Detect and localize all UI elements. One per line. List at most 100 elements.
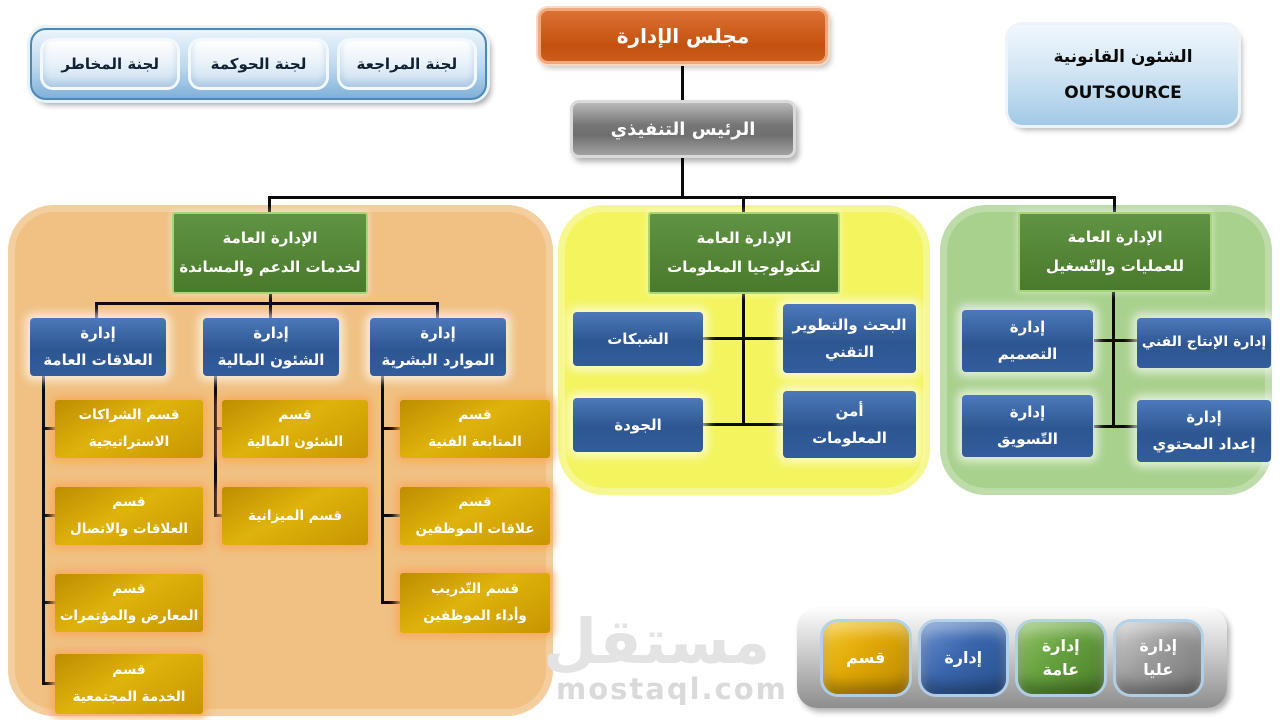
dept-label-line1: إدارة	[1009, 403, 1046, 421]
mostaql-watermark-logo: مستقل	[543, 605, 770, 678]
connector-fin-stub2	[214, 514, 224, 517]
dept-label-line2: الشئون المالية	[217, 351, 325, 369]
legend-general-admin-key: إدارة عامة	[1018, 622, 1104, 694]
dept-label-line1: إدارة	[1009, 318, 1046, 336]
connector-ops-row2	[1094, 425, 1137, 428]
dept-label-line1: إدارة	[1186, 408, 1222, 426]
unit-label-line1: قسم	[112, 494, 146, 510]
technical-followup-unit-box: قسم المتابعة الفنية	[400, 400, 550, 458]
committees-panel: لجنة المخاطر لجنة الحوكمة لجنة المراجعة	[30, 28, 487, 100]
design-dept-box: إدارة التصميم	[962, 310, 1093, 372]
connector-it-row1	[703, 337, 784, 340]
unit-label-line2: العلاقات والاتصال	[70, 521, 188, 537]
dept-label-line1: أمن	[835, 401, 864, 420]
unit-label-line1: قسم	[112, 581, 146, 597]
research-development-dept-box: البحث والتطوير التقني	[783, 304, 916, 373]
connector-ceo-trunk	[681, 158, 684, 198]
support-services-header: الإدارة العامة لخدمات الدعم والمساندة	[172, 212, 368, 294]
connector-pr-stub1	[42, 427, 57, 430]
legend-panel: قسم إدارة إدارة عامة إدارة عليا	[797, 608, 1227, 708]
legend-label-line2: عامة	[1042, 660, 1080, 679]
dept-label-line1: إدارة	[80, 324, 116, 342]
connector-board-ceo	[681, 63, 684, 101]
dept-label-line2: إعداد المحتوي	[1152, 435, 1256, 453]
quality-dept-box: الجودة	[573, 398, 703, 452]
unit-label-line1: قسم	[458, 407, 492, 423]
legal-outsource-label: OUTSOURCE	[1064, 83, 1182, 103]
connector-pr-stub4	[42, 682, 57, 685]
legend-top-management-key: إدارة عليا	[1115, 622, 1201, 694]
operations-header-line1: الإدارة العامة	[1067, 227, 1163, 246]
it-header: الإدارة العامة لتكنولوجيا المعلومات	[648, 212, 840, 294]
unit-label-line2: الشئون المالية	[246, 434, 344, 450]
dept-label-line2: العلاقات العامة	[43, 351, 153, 369]
legend-department-key: إدارة	[920, 622, 1006, 694]
technical-production-dept-box: إدارة الإنتاج الفني	[1137, 318, 1271, 368]
governance-committee-button: لجنة الحوكمة	[191, 41, 326, 87]
connector-fin-trunk	[214, 376, 217, 517]
unit-label-line2: الخدمة المجتمعية	[72, 689, 186, 705]
legend-label-line2: عليا	[1143, 660, 1174, 679]
connector-drop-pr	[95, 302, 98, 318]
risk-committee-button: لجنة المخاطر	[43, 41, 178, 87]
exhibitions-conferences-unit-box: قسم المعارض والمؤتمرات	[55, 574, 203, 632]
connector-it-row2	[703, 423, 784, 426]
unit-label-line1: قسم التّدريب	[431, 581, 520, 597]
unit-label-line2: وأداء الموظفين	[423, 608, 527, 624]
connector-pr-stub3	[42, 601, 57, 604]
connector-support-head-drop	[269, 294, 272, 304]
financial-affairs-dept-box: إدارة الشئون المالية	[203, 318, 339, 376]
connector-drop-support	[268, 196, 271, 214]
unit-label-line1: قسم	[112, 662, 146, 678]
board-of-directors-box: مجلس الإدارة	[538, 8, 828, 64]
dept-label-line1: إدارة	[253, 324, 289, 342]
connector-ops-row1	[1094, 339, 1137, 342]
dept-label-line2: المعلومات	[812, 428, 887, 447]
connector-drop-hr	[436, 302, 439, 318]
unit-label-line2: المعارض والمؤتمرات	[59, 608, 199, 624]
support-header-line2: لخدمات الدعم والمساندة	[179, 258, 361, 276]
ceo-box: الرئيس التنفيذي	[570, 100, 796, 158]
legend-section-key: قسم	[823, 622, 909, 694]
connector-hr-stub2	[381, 514, 402, 517]
unit-label-line1: قسم الميزانية	[248, 507, 342, 524]
unit-label-line1: قسم الشراكات	[78, 407, 180, 423]
connector-it-trunk	[742, 294, 745, 426]
it-header-line2: لتكنولوجيا المعلومات	[667, 258, 821, 276]
legend-label: قسم	[846, 648, 886, 667]
audit-committee-button: لجنة المراجعة	[339, 41, 474, 87]
unit-label-line2: المتابعة الفنية	[428, 434, 522, 450]
strategic-partnerships-unit-box: قسم الشراكات الاستراتيجية	[55, 400, 203, 458]
unit-label-line2: الاستراتيجية	[88, 434, 170, 450]
dept-label-line2: التصميم	[997, 345, 1058, 363]
information-security-dept-box: أمن المعلومات	[783, 391, 916, 458]
support-header-line1: الإدارة العامة	[222, 228, 318, 247]
unit-label-line2: علاقات الموظفين	[415, 521, 535, 537]
connector-drop-it	[742, 196, 745, 214]
legend-label: إدارة	[944, 648, 983, 667]
connector-ops-trunk	[1112, 292, 1115, 428]
connector-hr-stub3	[381, 601, 402, 604]
relations-communication-unit-box: قسم العلاقات والاتصال	[55, 487, 203, 545]
connector-support-bar	[95, 302, 438, 305]
legal-affairs-outsource-box: الشئون القانونية OUTSOURCE	[1008, 25, 1238, 125]
networks-dept-box: الشبكات	[573, 312, 703, 366]
operations-header: الإدارة العامة للعمليات والتّسغيل	[1018, 212, 1212, 292]
dept-label-line1: إدارة	[420, 324, 456, 342]
connector-fin-stub1	[214, 427, 224, 430]
connector-hr-stub1	[381, 427, 402, 430]
legal-affairs-title: الشئون القانونية	[1053, 47, 1193, 67]
unit-label-line1: قسم	[278, 407, 312, 423]
budget-unit-box: قسم الميزانية	[222, 487, 368, 545]
financial-affairs-unit-box: قسم الشئون المالية	[222, 400, 368, 458]
content-preparation-dept-box: إدارة إعداد المحتوي	[1137, 400, 1271, 462]
dept-label-line2: التقني	[825, 342, 874, 361]
connector-main-bar	[268, 196, 1116, 199]
dept-label-line1: البحث والتطوير	[792, 315, 907, 334]
public-relations-dept-box: إدارة العلاقات العامة	[30, 318, 166, 376]
dept-label-line2: التّسويق	[997, 430, 1058, 448]
employee-relations-unit-box: قسم علاقات الموظفين	[400, 487, 550, 545]
community-service-unit-box: قسم الخدمة المجتمعية	[55, 654, 203, 714]
dept-label-line2: الموارد البشرية	[381, 351, 495, 369]
